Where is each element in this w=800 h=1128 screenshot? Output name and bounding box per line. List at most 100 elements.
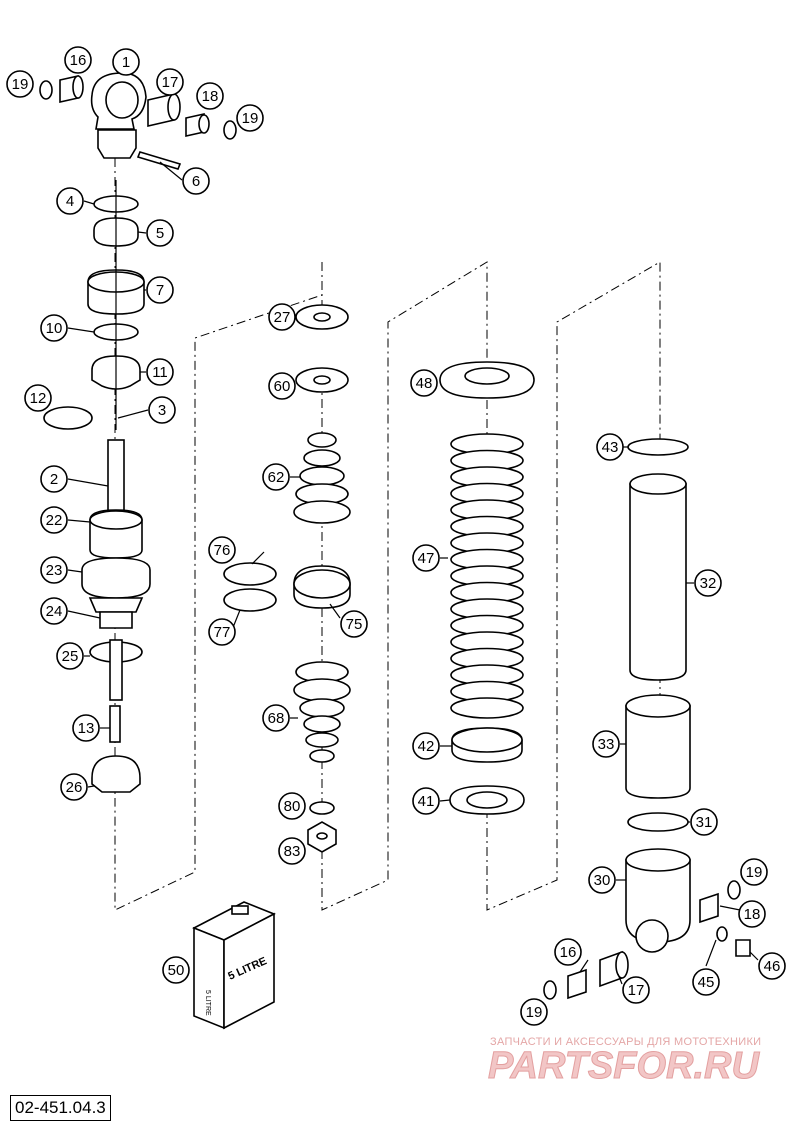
callout-number: 25 — [62, 648, 79, 665]
callout-circle — [268, 303, 296, 331]
callout-3: 3 — [148, 396, 176, 424]
callout-circle — [412, 787, 440, 815]
canister-side-label: 5 LITRE — [204, 990, 211, 1016]
callout-62: 62 — [262, 463, 290, 491]
callout-circle — [208, 618, 236, 646]
callout-16: 16 — [64, 46, 92, 74]
callout-1: 1 — [112, 48, 140, 76]
callout-number: 26 — [66, 779, 83, 796]
callout-12: 12 — [24, 384, 52, 412]
callout-80: 80 — [278, 792, 306, 820]
callout-circle — [740, 858, 768, 886]
callout-circle — [6, 70, 34, 98]
callout-10: 10 — [40, 314, 68, 342]
callout-circle — [622, 976, 650, 1004]
callout-number: 62 — [268, 469, 285, 486]
callout-circle — [692, 968, 720, 996]
callout-circle — [156, 68, 184, 96]
callout-number: 50 — [168, 962, 185, 979]
callout-30: 30 — [588, 866, 616, 894]
callout-19: 19 — [236, 104, 264, 132]
callout-circle — [148, 396, 176, 424]
piston-rod-assembly — [39, 72, 237, 793]
callout-5: 5 — [146, 219, 174, 247]
watermark-brand: PARTSFOR.RU — [488, 1045, 760, 1087]
callout-number: 18 — [744, 906, 761, 923]
callout-number: 76 — [214, 542, 231, 559]
callout-circle — [40, 556, 68, 584]
callout-number: 2 — [50, 471, 58, 488]
shim-stack-assembly — [223, 304, 351, 853]
callout-24: 24 — [40, 597, 68, 625]
callout-circle — [690, 808, 718, 836]
callout-75: 75 — [340, 610, 368, 638]
callout-number: 80 — [284, 798, 301, 815]
watermark-subtitle: ЗАПЧАСТИ И АКСЕССУАРЫ ДЛЯ МОТОТЕХНИКИ — [490, 1036, 761, 1048]
callout-circle — [410, 369, 438, 397]
callout-47: 47 — [412, 544, 440, 572]
callout-23: 23 — [40, 556, 68, 584]
callout-circle — [60, 773, 88, 801]
callout-circle — [146, 219, 174, 247]
leader-lines — [67, 161, 759, 985]
callout-number: 42 — [418, 738, 435, 755]
callout-number: 77 — [214, 624, 231, 641]
callout-2: 2 — [40, 465, 68, 493]
callout-32: 32 — [694, 569, 722, 597]
callout-circle — [236, 104, 264, 132]
callout-number: 33 — [598, 736, 615, 753]
callout-circle — [40, 597, 68, 625]
callout-17: 17 — [622, 976, 650, 1004]
callout-50: 50 — [162, 956, 190, 984]
callout-circle — [694, 569, 722, 597]
callout-number: 60 — [274, 378, 291, 395]
callout-26: 26 — [60, 773, 88, 801]
callout-11: 11 — [146, 358, 174, 386]
callout-60: 60 — [268, 372, 296, 400]
callout-48: 48 — [410, 369, 438, 397]
callout-68: 68 — [262, 704, 290, 732]
callout-46: 46 — [758, 952, 786, 980]
diagram-code: 02-451.04.3 — [10, 1095, 111, 1121]
callout-number: 43 — [602, 439, 619, 456]
callout-number: 19 — [746, 864, 763, 881]
callout-33: 33 — [592, 730, 620, 758]
callout-83: 83 — [278, 837, 306, 865]
callout-number: 83 — [284, 843, 301, 860]
callout-number: 17 — [628, 982, 645, 999]
callout-number: 18 — [202, 88, 219, 105]
callout-circle — [24, 384, 52, 412]
callout-circle — [146, 358, 174, 386]
callout-19: 19 — [6, 70, 34, 98]
callout-6: 6 — [182, 167, 210, 195]
callout-number: 30 — [594, 872, 611, 889]
callout-31: 31 — [690, 808, 718, 836]
assembly-guide-lines — [114, 120, 661, 911]
callout-circle — [72, 714, 100, 742]
callout-number: 13 — [78, 720, 95, 737]
callout-circle — [196, 82, 224, 110]
callout-circle — [340, 610, 368, 638]
callout-number: 16 — [70, 52, 87, 69]
callout-number: 22 — [46, 512, 63, 529]
callout-number: 3 — [158, 402, 166, 419]
callout-circle — [278, 792, 306, 820]
callout-number: 5 — [156, 225, 164, 242]
callout-number: 10 — [46, 320, 63, 337]
callout-circle — [268, 372, 296, 400]
callout-circle — [112, 48, 140, 76]
callout-43: 43 — [596, 433, 624, 461]
callout-number: 32 — [700, 575, 717, 592]
callout-circle — [520, 998, 548, 1026]
callout-number: 7 — [156, 282, 164, 299]
spring-coil — [450, 697, 524, 719]
callout-number: 16 — [560, 944, 577, 961]
callout-42: 42 — [412, 732, 440, 760]
watermark: ЗАПЧАСТИ И АКСЕССУАРЫ ДЛЯ МОТОТЕХНИКИ PA… — [488, 1036, 762, 1088]
callout-circle — [596, 433, 624, 461]
callout-number: 17 — [162, 74, 179, 91]
callout-number: 19 — [12, 76, 29, 93]
callout-number: 19 — [242, 110, 259, 127]
callout-circle — [592, 730, 620, 758]
callout-number: 68 — [268, 710, 285, 727]
